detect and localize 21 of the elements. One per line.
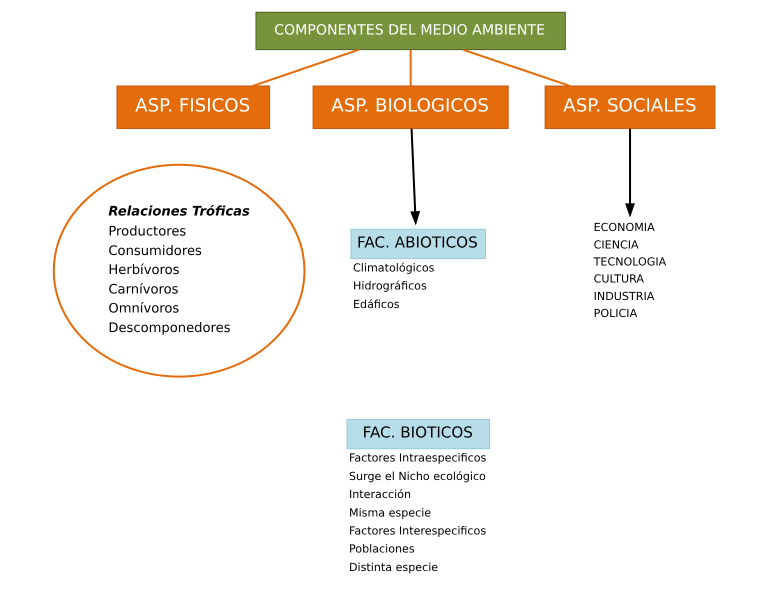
node-label: Distinta especie	[348, 560, 438, 574]
node-label: Factores Interespecificos	[348, 524, 486, 538]
node-box: ASP. SOCIALES	[544, 86, 715, 130]
node-box: ASP. FISICOS	[116, 86, 270, 130]
node-box: COMPONENTES DEL MEDIO AMBIENTE	[254, 12, 566, 50]
arrow	[410, 128, 420, 226]
node-text: ECONOMIA CIENCIA TECNOLOGIA CULTURA INDUSTRIA POLICIA	[593, 221, 666, 320]
node-label: Climatológicos	[352, 262, 434, 275]
node-label: Interacción	[348, 488, 411, 502]
node-label: Hidrográficos	[352, 280, 426, 293]
connector	[252, 48, 359, 87]
node-label: Misma especie	[348, 506, 431, 520]
node-box: ASP. BIOLOGICOS	[312, 86, 508, 130]
node-label: Surge el Nicho ecológico	[348, 470, 486, 483]
node-ellipse: Relaciones Tróficas Productores Consumidores Herbívoros Carnívoros Omnívoros Descomponedores	[52, 164, 305, 378]
node-label: Factores Intraespecificos	[348, 452, 486, 465]
node-label: Edáficos	[352, 298, 400, 311]
arrow	[624, 128, 634, 218]
connector	[462, 48, 570, 87]
connector	[409, 50, 412, 86]
node-label: Poblaciones	[348, 542, 414, 556]
